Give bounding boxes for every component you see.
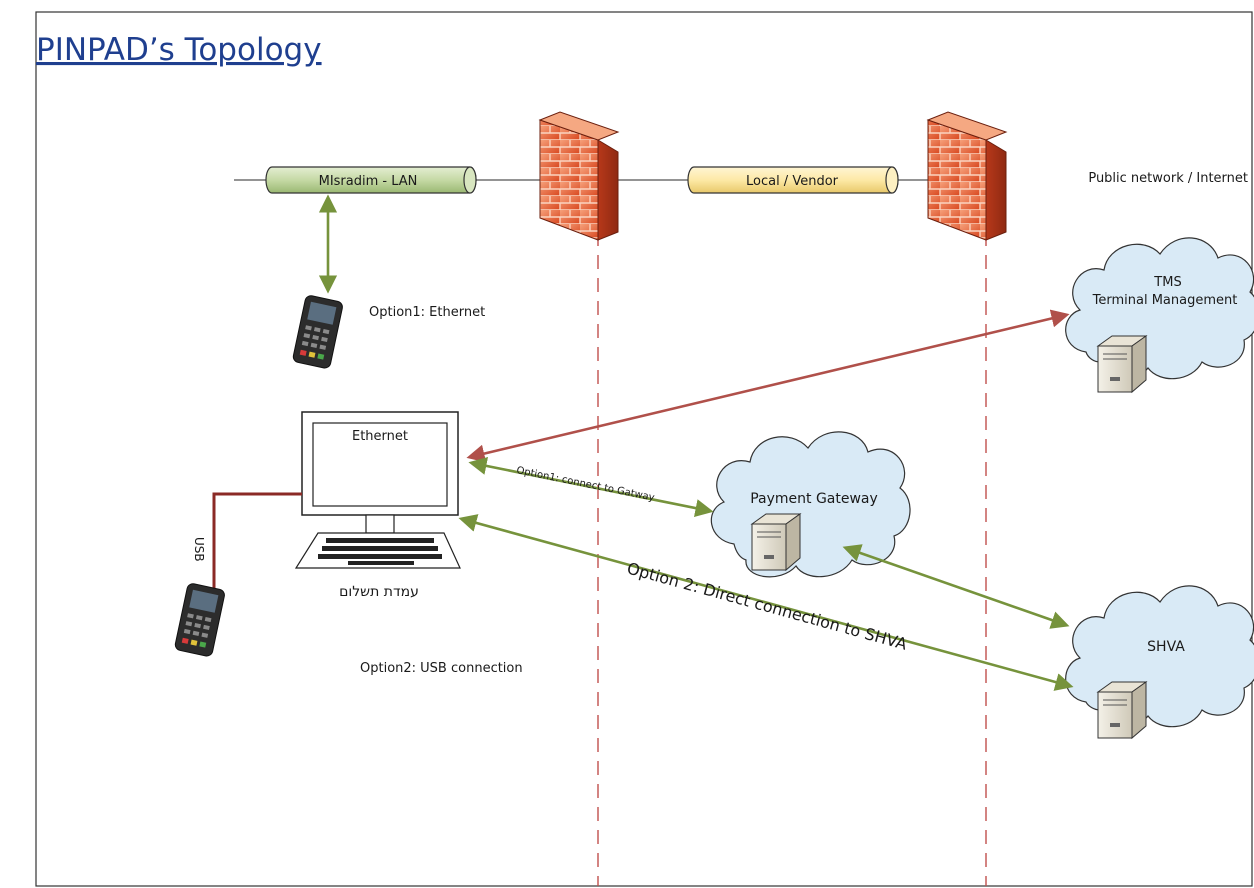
usb-cable xyxy=(212,492,302,588)
vendor-pipe-label: Local / Vendor xyxy=(746,174,839,189)
shva-cloud xyxy=(1065,585,1254,728)
pos-caption: עמדת תשלום xyxy=(339,584,419,600)
pos-shva-arrow xyxy=(458,514,1074,691)
server-icon xyxy=(1096,681,1148,740)
public-network-label: Public network / Internet xyxy=(1088,171,1248,186)
firewall-icon xyxy=(926,111,1008,241)
pinpad-option2-label: Option2: USB connection xyxy=(360,661,523,676)
usb-cable-label: USB xyxy=(192,537,206,562)
pos-gateway-arrow xyxy=(468,456,714,518)
server-icon xyxy=(1096,335,1148,394)
vendor-pipe: Local / Vendor xyxy=(687,166,899,194)
tms-cloud xyxy=(1065,237,1254,380)
lan-pipe-label: MIsradim - LAN xyxy=(319,174,418,189)
shva-label: SHVA xyxy=(1147,639,1185,655)
pinpad-terminal-icon xyxy=(174,583,225,657)
firewall-icon xyxy=(538,111,620,241)
pinpad-terminal-icon xyxy=(292,295,343,369)
lan-pipe: MIsradim - LAN xyxy=(265,166,477,194)
server-icon xyxy=(750,513,802,572)
option1-gateway-label: Option1: connect to Gatway xyxy=(515,465,655,504)
pos-screen-label: Ethernet xyxy=(352,429,408,444)
pos-tms-arrow xyxy=(466,309,1070,463)
pinpad-option1-label: Option1: Ethernet xyxy=(369,305,485,320)
payment-gateway-label: Payment Gateway xyxy=(750,491,878,507)
gateway-shva-arrow xyxy=(842,544,1070,629)
page-title: PINPAD’s Topology xyxy=(36,32,322,68)
page-border xyxy=(35,11,1253,887)
pos-computer-icon xyxy=(294,411,461,569)
tms-label: TMS xyxy=(1153,275,1181,290)
tms-sublabel: Terminal Management xyxy=(1092,293,1238,308)
